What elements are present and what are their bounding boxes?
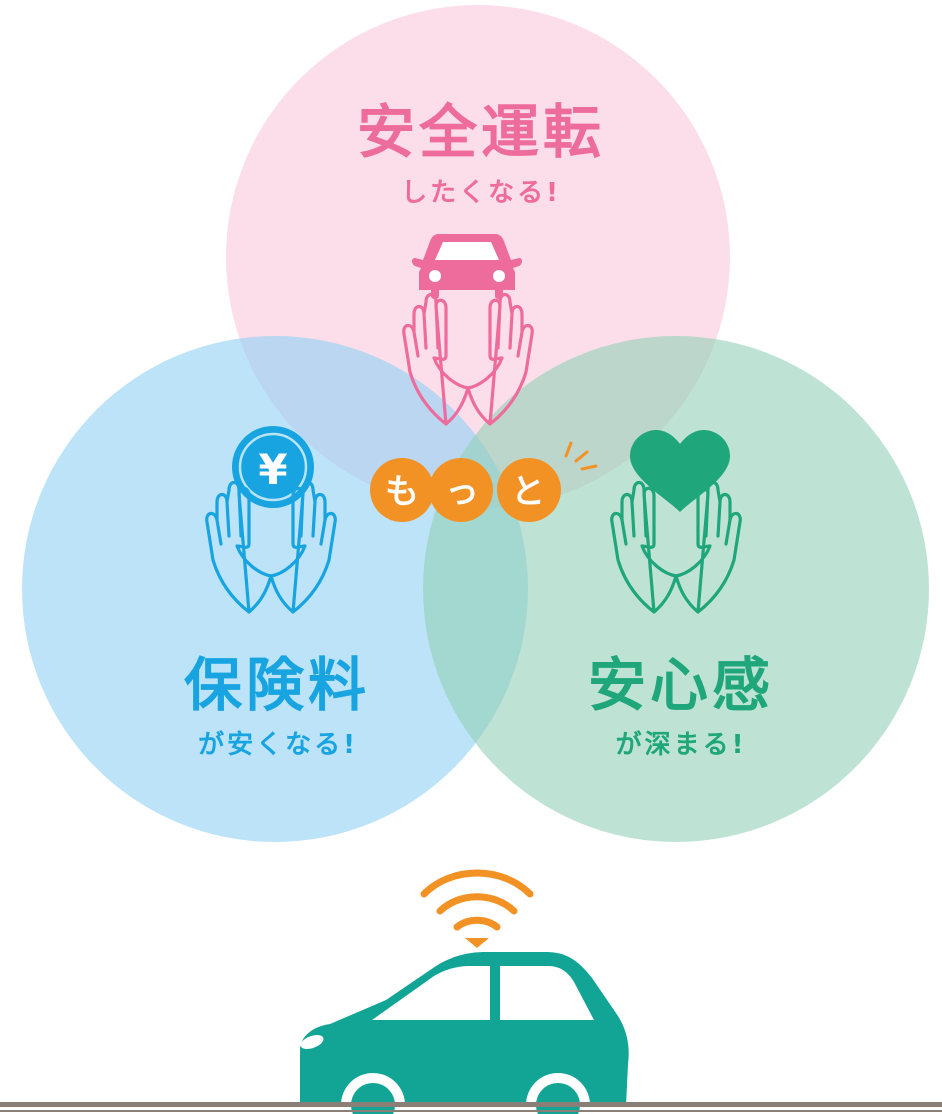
wifi-dot-icon bbox=[465, 938, 489, 948]
motto-char-2: っ bbox=[445, 472, 479, 512]
yen-coin-icon: ¥ bbox=[232, 426, 314, 508]
circle-peace-of-mind bbox=[423, 336, 929, 842]
title-safe-driving: 安全運転 bbox=[357, 98, 605, 166]
sparkle-icon bbox=[564, 441, 598, 471]
yen-symbol: ¥ bbox=[258, 445, 287, 494]
road-line-thin bbox=[0, 1110, 942, 1112]
motto-char-3: と bbox=[511, 472, 545, 512]
subtitle-peace-of-mind: が深まる! bbox=[616, 729, 747, 760]
connected-car-icon bbox=[300, 952, 629, 1114]
motto-badge: も っ と bbox=[370, 458, 561, 522]
title-insurance: 保険料 bbox=[184, 651, 370, 719]
road-line bbox=[0, 1102, 942, 1107]
heart-icon bbox=[630, 430, 730, 512]
subtitle-insurance: が安くなる! bbox=[198, 729, 358, 760]
wifi-signal-icon bbox=[420, 869, 534, 931]
car-icon bbox=[412, 234, 522, 299]
subtitle-safe-driving: したくなる! bbox=[401, 178, 561, 208]
motto-char-1: も bbox=[385, 472, 419, 512]
title-peace-of-mind: 安心感 bbox=[588, 651, 774, 719]
